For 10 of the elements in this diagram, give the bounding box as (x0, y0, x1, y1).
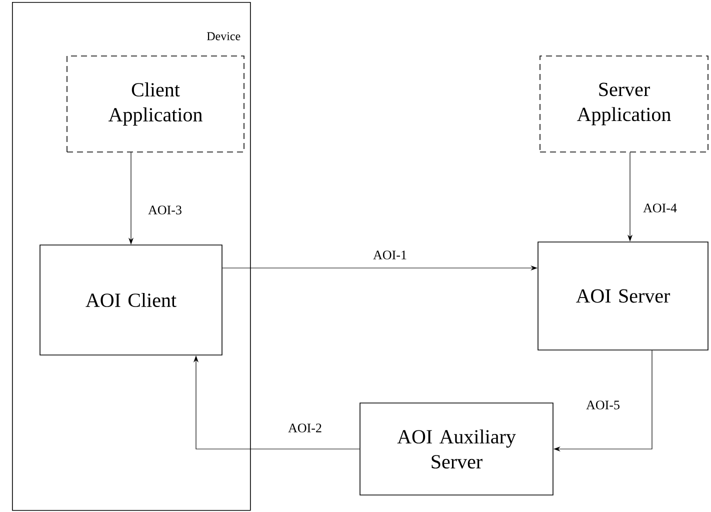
edge-label: AOI-5 (585, 400, 621, 410)
process-box: AOI Auxiliary Server (360, 402, 554, 496)
application-box: Client Application (66, 56, 244, 152)
edge-label: AOI-3 (147, 204, 183, 216)
edge-label: AOI-2 (287, 422, 323, 434)
process-box: AOI Client (40, 244, 222, 356)
edge-label: AOI-4 (642, 202, 678, 214)
edge-label: AOI-1 (372, 250, 408, 260)
application-box: Server Application (540, 56, 708, 152)
process-box: AOI Server (538, 242, 708, 350)
